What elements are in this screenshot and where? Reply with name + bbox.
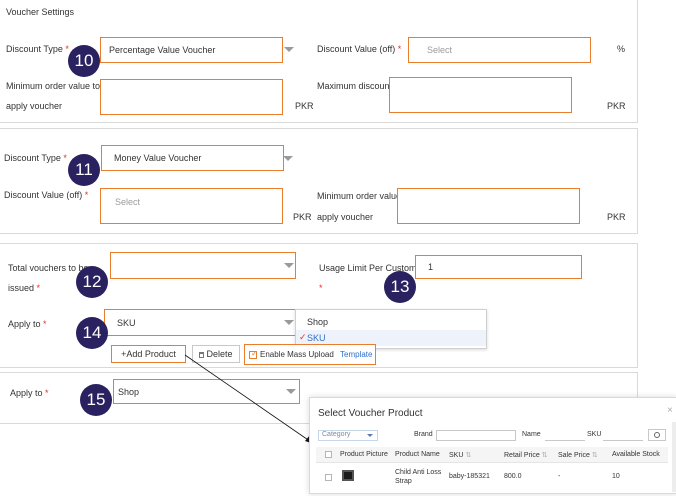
apply-to-select[interactable]: SKU	[104, 309, 296, 336]
delete-button[interactable]: Delete	[192, 345, 240, 363]
min-order-unit-2: PKR	[607, 212, 626, 222]
usage-limit-input[interactable]: 1	[415, 255, 582, 279]
modal-scrollbar[interactable]	[672, 422, 676, 492]
mass-upload-checkbox[interactable]: ✓	[249, 349, 258, 359]
trash-icon	[199, 352, 205, 358]
category-select[interactable]: Category	[318, 430, 378, 441]
col-sale-price: Sale Price ⇅	[558, 452, 598, 459]
apply-to-select-2[interactable]: Shop	[113, 379, 300, 404]
category-placeholder: Category	[322, 431, 351, 438]
discount-value-input-2[interactable]: Select	[100, 188, 283, 224]
min-order-input[interactable]	[100, 79, 283, 115]
brand-input[interactable]	[436, 430, 516, 441]
step-badge-11: 11	[68, 154, 100, 186]
total-vouchers-label-2: issued *	[8, 283, 41, 293]
discount-type-select[interactable]: Percentage Value Voucher	[100, 37, 283, 63]
apply-to-dropdown: Shop ✓ SKU	[295, 309, 487, 349]
select-product-modal: Select Voucher Product × Category Brand …	[309, 397, 676, 494]
usage-limit-required: *	[319, 283, 323, 293]
sort-icon[interactable]: ⇅	[591, 452, 598, 459]
search-icon	[654, 432, 660, 438]
col-product-picture: Product Picture	[340, 451, 388, 458]
template-link[interactable]: Template	[340, 350, 373, 359]
product-thumbnail	[342, 470, 354, 481]
retail-price: 800.0	[504, 473, 522, 480]
col-available-stock: Available Stock	[612, 451, 660, 458]
max-discount-unit: PKR	[607, 101, 626, 111]
col-product-name: Product Name	[395, 451, 440, 458]
discount-value-input[interactable]: Select	[408, 37, 591, 63]
discount-value-label-2: Discount Value (off) *	[4, 190, 89, 200]
sku-input[interactable]	[603, 434, 643, 441]
step-badge-15: 15	[80, 384, 112, 416]
dropdown-option-sku-label: SKU	[307, 333, 326, 343]
step-badge-13: 13	[384, 271, 416, 303]
modal-title: Select Voucher Product	[318, 408, 423, 419]
step-badge-10: 10	[68, 45, 100, 77]
discount-value-label: Discount Value (off) *	[317, 44, 402, 54]
discount-type-label-2: Discount Type *	[4, 153, 67, 163]
chevron-down-icon	[367, 434, 373, 437]
chevron-down-icon	[284, 263, 294, 268]
select-all-checkbox[interactable]	[325, 451, 332, 458]
min-order-input-2[interactable]	[397, 188, 580, 224]
apply-to-label-2: Apply to *	[10, 388, 49, 398]
discount-type-label: Discount Type *	[6, 44, 69, 54]
check-icon: ✓	[251, 349, 258, 358]
sort-icon[interactable]: ⇅	[541, 452, 548, 459]
table-header: Product Picture Product Name SKU ⇅ Retai…	[316, 447, 668, 463]
mass-upload-label: Enable Mass Upload	[260, 350, 334, 359]
chevron-down-icon	[286, 389, 296, 394]
discount-value-unit: PKR	[293, 212, 312, 222]
table-row[interactable]: Child Anti Loss Strap baby-185321 800.0 …	[316, 463, 668, 491]
min-order-label-4: apply voucher	[317, 212, 374, 222]
name-input[interactable]	[545, 434, 585, 441]
check-icon: ✓	[299, 332, 307, 342]
sort-icon[interactable]: ⇅	[465, 452, 472, 459]
arrow-line	[184, 354, 315, 445]
chevron-down-icon	[284, 47, 294, 52]
mass-upload-group: ✓ Enable Mass Upload Template	[244, 344, 376, 365]
delete-label: Delete	[206, 349, 233, 359]
brand-label: Brand	[414, 431, 433, 438]
product-sku: baby-185321	[449, 473, 490, 480]
percent-unit: %	[617, 44, 626, 54]
min-order-label-2: apply voucher	[6, 101, 63, 111]
usage-limit-label: Usage Limit Per Customer	[319, 263, 425, 273]
sku-label: SKU	[587, 431, 602, 438]
col-retail-price: Retail Price ⇅	[504, 452, 548, 459]
min-order-label-3: Minimum order value to	[317, 191, 412, 201]
section-title: Voucher Settings	[6, 7, 75, 17]
discount-type-select-2[interactable]: Money Value Voucher	[101, 145, 284, 171]
step-badge-12: 12	[76, 266, 108, 298]
min-order-unit: PKR	[295, 101, 314, 111]
max-discount-input[interactable]	[389, 77, 572, 113]
apply-to-label: Apply to *	[8, 319, 47, 329]
dropdown-option-shop[interactable]: Shop	[307, 317, 329, 327]
add-product-button[interactable]: +Add Product	[111, 345, 186, 363]
name-label: Name	[522, 431, 541, 438]
min-order-label: Minimum order value to	[6, 81, 101, 91]
product-name-link[interactable]: Child Anti Loss Strap	[395, 469, 442, 485]
step-badge-14: 14	[76, 317, 108, 349]
chevron-down-icon	[284, 320, 294, 325]
total-vouchers-select[interactable]	[110, 252, 296, 279]
sale-price: -	[558, 473, 561, 480]
col-sku: SKU ⇅	[449, 452, 472, 459]
row-checkbox[interactable]	[325, 474, 332, 481]
available-stock: 10	[612, 473, 620, 480]
dropdown-option-sku[interactable]: ✓ SKU	[296, 330, 486, 346]
chevron-down-icon	[283, 156, 293, 161]
total-vouchers-label: Total vouchers to be	[8, 263, 89, 273]
max-discount-label: Maximum discount	[317, 81, 393, 91]
close-icon[interactable]: ×	[667, 405, 673, 416]
search-button[interactable]	[648, 429, 666, 441]
